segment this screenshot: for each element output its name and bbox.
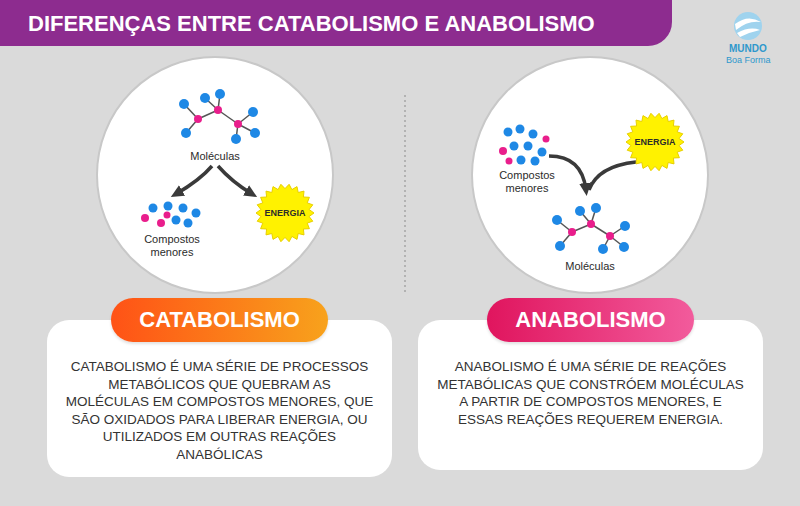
heading-pill: CATABOLISMO bbox=[111, 298, 328, 342]
compound-dots bbox=[504, 125, 547, 166]
molecule-label: Moléculas bbox=[175, 150, 255, 163]
heading-text: ANABOLISMO bbox=[515, 307, 665, 333]
compound-dots bbox=[141, 212, 171, 228]
title-band: DIFERENÇAS ENTRE CATABOLISMO E ANABOLISM… bbox=[0, 0, 672, 46]
compound-dots bbox=[149, 202, 201, 228]
catabolism-circle: MoléculasCompostos menores ENERGIA bbox=[97, 57, 333, 293]
definition-text: ANABOLISMO É UMA SÉRIE DE REAÇÕES METABÓ… bbox=[436, 358, 745, 428]
energy-burst: ENERGIA bbox=[626, 113, 684, 171]
split-arrow bbox=[176, 166, 212, 194]
heading-pill: ANABOLISMO bbox=[487, 298, 694, 342]
title-text: DIFERENÇAS ENTRE CATABOLISMO E ANABOLISM… bbox=[28, 11, 595, 37]
molecule-bonds bbox=[184, 94, 255, 139]
anabolism-circle: Compostos menoresMoléculas ENERGIA bbox=[472, 57, 708, 293]
starburst-shape bbox=[626, 113, 684, 170]
illustration-circle bbox=[472, 57, 708, 293]
logo-tagline: Boa Forma bbox=[726, 55, 771, 66]
merge-arrow bbox=[589, 162, 636, 190]
molecule-atoms bbox=[568, 220, 614, 240]
split-arrow bbox=[218, 166, 252, 194]
heading-text: CATABOLISMO bbox=[139, 307, 300, 333]
molecule-label: Moléculas bbox=[550, 260, 630, 273]
illustration-circle bbox=[97, 57, 333, 293]
energy-burst: ENERGIA bbox=[256, 184, 314, 242]
logo-icon bbox=[734, 12, 762, 40]
molecule-bonds bbox=[557, 208, 625, 249]
definition-box: ANABOLISMO É UMA SÉRIE DE REAÇÕES METABÓ… bbox=[418, 320, 763, 470]
compound-dots bbox=[499, 136, 550, 165]
divider-line bbox=[405, 95, 406, 292]
logo-wordmark: MUNDO bbox=[729, 43, 767, 55]
starburst-shape bbox=[256, 184, 314, 241]
definition-text: CATABOLISMO É UMA SÉRIE DE PROCESSOS MET… bbox=[65, 358, 374, 463]
molecule-atoms bbox=[179, 89, 260, 144]
energy-label: ENERGIA bbox=[264, 208, 305, 219]
molecule-atoms bbox=[194, 106, 242, 128]
compound-label: Compostos menores bbox=[137, 233, 207, 259]
compound-label: Compostos menores bbox=[492, 169, 562, 195]
energy-label: ENERGIA bbox=[634, 137, 675, 148]
definition-box: CATABOLISMO É UMA SÉRIE DE PROCESSOS MET… bbox=[47, 320, 392, 477]
molecule-atoms bbox=[552, 203, 630, 254]
